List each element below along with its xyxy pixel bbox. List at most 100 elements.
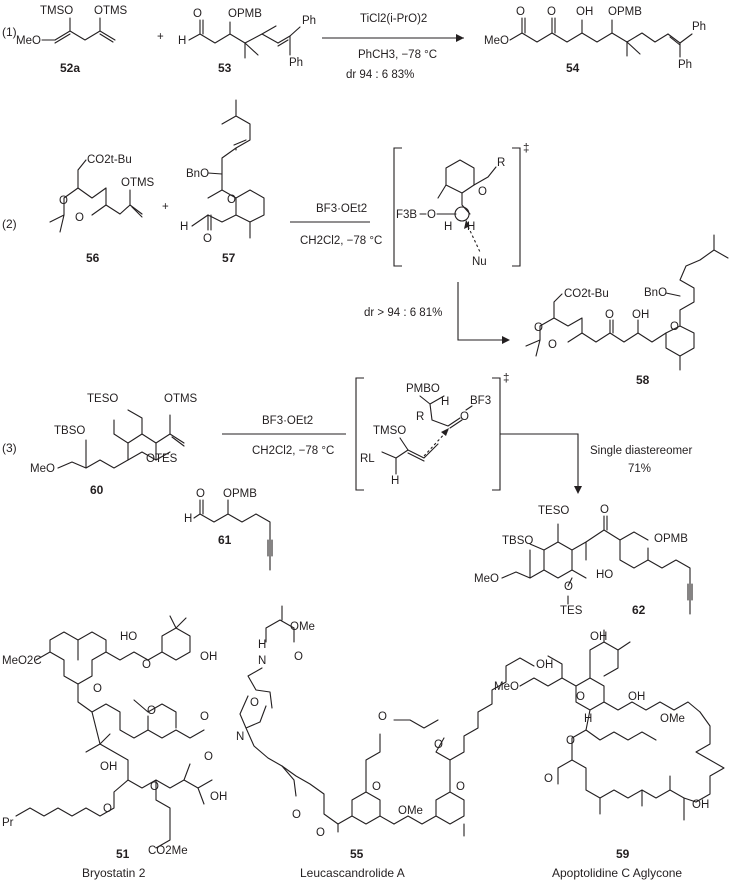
structure-58: CO2t-Bu O O O OH O BnO 58 bbox=[525, 234, 729, 387]
bryo-o2: O bbox=[93, 683, 102, 695]
bryo-o5: O bbox=[204, 751, 213, 763]
condition-3-solvent: CH2Cl2, −78 °C bbox=[252, 445, 334, 457]
structure-53: H O OPMB Ph Ph 53 bbox=[178, 8, 316, 75]
ts2-nu-label: Nu bbox=[472, 256, 487, 268]
structure-52a: TMSO OTMS MeO 52a bbox=[16, 5, 128, 75]
compound-number-62: 62 bbox=[632, 603, 646, 617]
condition-3-yield: 71% bbox=[628, 463, 651, 475]
product-ring-o-58c: O bbox=[670, 321, 679, 333]
structure-60: TESO OTMS TBSO MeO OTES 60 bbox=[30, 393, 198, 497]
product-ring-o-58a: O bbox=[548, 339, 557, 351]
name-59: Apoptolidine C Aglycone bbox=[552, 866, 682, 880]
product-meo-54: MeO bbox=[484, 35, 509, 47]
ts-bracket-right-2 bbox=[512, 147, 521, 267]
ts2-attack-head bbox=[464, 220, 470, 229]
bryo-o4: O bbox=[200, 711, 209, 723]
co2tbu-label-56: CO2t-Bu bbox=[87, 154, 132, 166]
ts3-bf3-label: BF3 bbox=[470, 395, 491, 407]
bryo-oh1: OH bbox=[200, 651, 217, 663]
compound-number-58: 58 bbox=[636, 373, 650, 387]
product-co2tbu-58: CO2t-Bu bbox=[564, 288, 609, 300]
ts2-r-label: R bbox=[497, 157, 505, 169]
ts3-pmbo-label: PMBO bbox=[406, 383, 440, 395]
aldehyde-h-57: H bbox=[180, 221, 188, 233]
leuc-o7: O bbox=[292, 809, 301, 821]
teso-label-60: TESO bbox=[87, 393, 118, 405]
compound-number-52a: 52a bbox=[60, 61, 80, 75]
ts2-o-label: O bbox=[427, 209, 436, 221]
bryo-meo2c: MeO2C bbox=[2, 655, 42, 667]
ring-o-57: O bbox=[227, 194, 236, 206]
product-otes-o-62: O bbox=[564, 581, 573, 593]
opmb-label-61: OPMB bbox=[223, 488, 257, 500]
product-teso-62: TESO bbox=[538, 505, 569, 517]
apop-oh2: OH bbox=[536, 659, 553, 671]
bryo-o3: O bbox=[147, 705, 156, 717]
bryo-oh3: OH bbox=[210, 791, 227, 803]
ts3-tmso-label: TMSO bbox=[373, 425, 406, 437]
meo-label-60: MeO bbox=[30, 463, 55, 475]
reaction-3: (3) TESO OTMS TBSO MeO OTES 60 O H bbox=[2, 373, 693, 617]
tms-label-left: TMSO bbox=[40, 5, 73, 17]
opmb-label-53: OPMB bbox=[228, 8, 262, 20]
ts2-ring-o: O bbox=[478, 186, 487, 198]
ts3-attack bbox=[423, 429, 449, 457]
arrow-head-3 bbox=[574, 486, 582, 494]
ts-bracket-left-3 bbox=[355, 377, 364, 491]
aldehyde-o-57: O bbox=[203, 233, 212, 245]
ts2-carbon-circle bbox=[454, 206, 470, 222]
apop-oh1: OH bbox=[590, 631, 607, 643]
name-51: Bryostatin 2 bbox=[82, 866, 146, 880]
structure-62: TESO O TBSO MeO OPMB HO O TES 62 bbox=[474, 504, 693, 617]
leuc-o4: O bbox=[434, 739, 443, 751]
condition-2-reagent: BF3·OEt2 bbox=[316, 203, 367, 215]
compound-number-55: 55 bbox=[350, 847, 364, 861]
reaction-number-3: (3) bbox=[2, 441, 17, 455]
reaction-2: (2) CO2t-Bu O O OTMS 56 + BnO O bbox=[2, 99, 729, 387]
compound-number-56: 56 bbox=[86, 251, 100, 265]
ts3-rl-label: RL bbox=[360, 453, 375, 465]
aldehyde-h-61: H bbox=[184, 513, 192, 525]
bryo-o1: O bbox=[142, 659, 151, 671]
leuc-o6: O bbox=[456, 781, 465, 793]
condition-3-reagent: BF3·OEt2 bbox=[262, 415, 313, 427]
condition-3-selectivity: Single diastereomer bbox=[590, 445, 692, 457]
reaction-arrow-2b bbox=[457, 282, 508, 341]
meo-label: MeO bbox=[16, 35, 41, 47]
leuc-ome: OMe bbox=[290, 621, 315, 633]
product-bno-58: BnO bbox=[644, 287, 667, 299]
apop-o2: O bbox=[566, 735, 575, 747]
apop-o1: O bbox=[576, 691, 585, 703]
structure-57: BnO O O H 57 bbox=[180, 99, 265, 265]
otms-label-60: OTMS bbox=[164, 393, 198, 405]
ts2-f3b-label: F3B bbox=[396, 209, 417, 221]
tbso-label-60: TBSO bbox=[54, 425, 85, 437]
arrow-head-1 bbox=[456, 34, 464, 42]
bryo-ho2: OH bbox=[100, 761, 117, 773]
ts3-h-label: H bbox=[441, 396, 449, 408]
leuc-ome2: OMe bbox=[398, 805, 423, 817]
leuc-n2: N bbox=[236, 731, 244, 743]
ts3-attack-head bbox=[441, 428, 449, 436]
ts3-o-label: O bbox=[460, 411, 469, 423]
compound-number-54: 54 bbox=[566, 61, 580, 75]
ts2-nu-attack bbox=[465, 221, 481, 253]
aldehyde-o-53: O bbox=[193, 8, 202, 20]
structure-61: O H OPMB 61 bbox=[184, 488, 273, 571]
product-tes-62: TES bbox=[560, 605, 583, 617]
compound-number-53: 53 bbox=[218, 61, 232, 75]
phenyl-label-2: Ph bbox=[289, 57, 303, 69]
reaction-number-2: (2) bbox=[2, 217, 17, 231]
bryo-o6: O bbox=[150, 781, 159, 793]
product-ketone-o-54: O bbox=[547, 6, 556, 18]
reaction-arrow-3b bbox=[500, 433, 579, 492]
bno-label-57: BnO bbox=[186, 168, 209, 180]
plus-sign-2: + bbox=[162, 201, 169, 213]
ts3-r-label: R bbox=[416, 411, 424, 423]
product-ester-o-54: O bbox=[516, 6, 525, 18]
product-ring-o-58b: O bbox=[534, 322, 543, 334]
product-ph-54-2: Ph bbox=[678, 59, 692, 71]
structure-54: MeO O O OH OPMB Ph Ph 54 bbox=[484, 6, 706, 75]
product-oh-54: OH bbox=[576, 6, 593, 18]
